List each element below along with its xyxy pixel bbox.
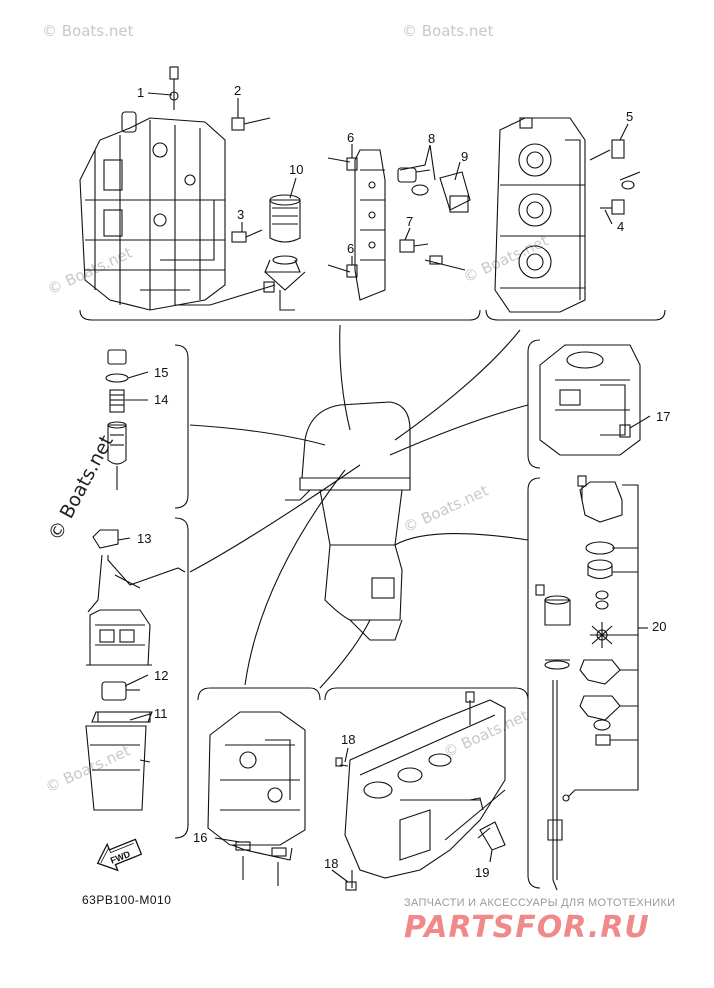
- group-brace: [174, 517, 189, 839]
- fwd-arrow: [96, 838, 143, 872]
- leader-line: [319, 619, 371, 689]
- group-brace: [197, 687, 321, 701]
- group-brace: [174, 344, 189, 509]
- callout-17: 17: [656, 409, 671, 424]
- callout-18b: 18: [324, 856, 339, 871]
- callout-1: 1: [137, 85, 145, 100]
- group-brace: [527, 477, 541, 889]
- callout-7: 7: [406, 214, 414, 229]
- fuel-pump: [85, 529, 186, 811]
- lower-unit: [335, 691, 506, 891]
- callout-18a: 18: [341, 732, 356, 747]
- brand-logo: PARTSFOR.RU: [404, 910, 650, 945]
- callout-9: 9: [461, 149, 469, 164]
- thermostat-plate: [327, 149, 471, 301]
- fuel-filter: [105, 349, 129, 490]
- callout-2: 2: [234, 83, 242, 98]
- oil-pan: [539, 344, 641, 456]
- callout-20: 20: [652, 619, 667, 634]
- water-pump-kit: [535, 475, 648, 891]
- cylinder-head: [494, 117, 641, 313]
- callout-10: 10: [289, 162, 304, 177]
- callout-14: 14: [154, 392, 169, 407]
- leader-line: [394, 329, 521, 441]
- callout-19: 19: [475, 865, 490, 880]
- leader-line: [389, 404, 529, 456]
- part-code: 63PB100-M010: [82, 893, 172, 907]
- group-brace: [324, 687, 529, 701]
- callout-12: 12: [154, 668, 169, 683]
- callout-5: 5: [626, 109, 634, 124]
- callout-11: 11: [154, 706, 168, 721]
- callout-15: 15: [154, 365, 169, 380]
- group-brace: [527, 339, 541, 469]
- oil-filter: [263, 194, 306, 311]
- callout-6b: 6: [347, 241, 355, 256]
- leader-line: [189, 464, 361, 573]
- leader-line: [189, 424, 326, 446]
- callout-6a: 6: [347, 130, 355, 145]
- powerhead-block: [79, 66, 276, 311]
- brand-tagline: ЗАПЧАСТИ И АКСЕССУАРЫ ДЛЯ МОТОТЕХНИКИ: [404, 897, 676, 909]
- group-brace: [485, 309, 666, 321]
- callout-13: 13: [137, 531, 152, 546]
- leader-line: [394, 533, 529, 546]
- outboard-silhouette: [285, 401, 411, 641]
- callout-3: 3: [237, 207, 245, 222]
- group-brace: [79, 309, 481, 321]
- callout-8: 8: [428, 131, 436, 146]
- leader-line: [244, 469, 346, 686]
- callout-4: 4: [617, 219, 625, 234]
- leader-line: [339, 324, 351, 431]
- bracket-assembly: [207, 711, 306, 886]
- callout-16: 16: [193, 830, 208, 845]
